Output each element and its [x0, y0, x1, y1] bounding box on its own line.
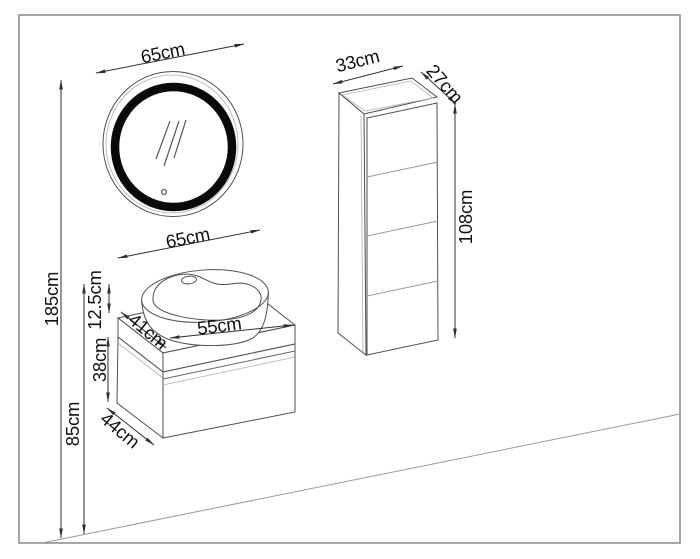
dim-counter-depth-line [120, 311, 167, 349]
side-cabinet-left-edge-line [360, 115, 364, 353]
floor-line [41, 413, 681, 544]
mirror-frame-inner-edge [105, 74, 239, 214]
door-division-line [366, 280, 439, 297]
dim-counter-front-width-line [169, 324, 294, 339]
side-cabinet-door-divisions [366, 161, 439, 297]
dim-mirror-width-line [95, 43, 245, 74]
dim-vanity-cabinet-depth-line [106, 407, 155, 446]
dim-side-cabinet-height-label: 108cm [455, 190, 476, 245]
reflection-line [155, 120, 171, 160]
dim-basin-height: 12.5cm [84, 270, 111, 330]
reflection-line [173, 119, 187, 159]
drawer-recess-line [162, 350, 296, 380]
dim-side-cabinet-width-line [332, 65, 404, 85]
tall-side-cabinet [337, 77, 439, 357]
cabinet-front-face [162, 343, 296, 439]
reflection-line [163, 120, 180, 167]
dim-basin-height-label: 12.5cm [84, 270, 105, 329]
dim-basin-rim-height-label: 85cm [62, 402, 83, 446]
dim-total-height-label: 185cm [41, 272, 62, 327]
dim-counter-front-width: 55cm [169, 312, 294, 339]
dim-vanity-cabinet-height-label: 38cm [89, 338, 110, 382]
basin-inner-rim [152, 273, 262, 321]
faucet-hole [181, 275, 197, 285]
door-division-line [366, 161, 439, 178]
dim-total-height: 185cm [41, 79, 63, 539]
dim-side-cabinet-depth-line [420, 71, 457, 105]
dim-side-cabinet-height: 108cm [453, 103, 476, 339]
dim-vanity-width-line [117, 229, 261, 259]
dim-basin-rim-height: 85cm [62, 283, 86, 535]
dim-vanity-cabinet-height: 38cm [89, 336, 110, 403]
mirror-touch-sensor-dot [160, 188, 168, 196]
mirror-led-ring [110, 82, 237, 212]
mirror-reflection-lines [155, 119, 187, 167]
cabinet-left-seam-line [117, 342, 164, 379]
door-division-line [366, 220, 439, 237]
side-cabinet-left-face [337, 91, 367, 357]
round-mirror [102, 71, 244, 217]
drawer-top-line [162, 356, 296, 386]
